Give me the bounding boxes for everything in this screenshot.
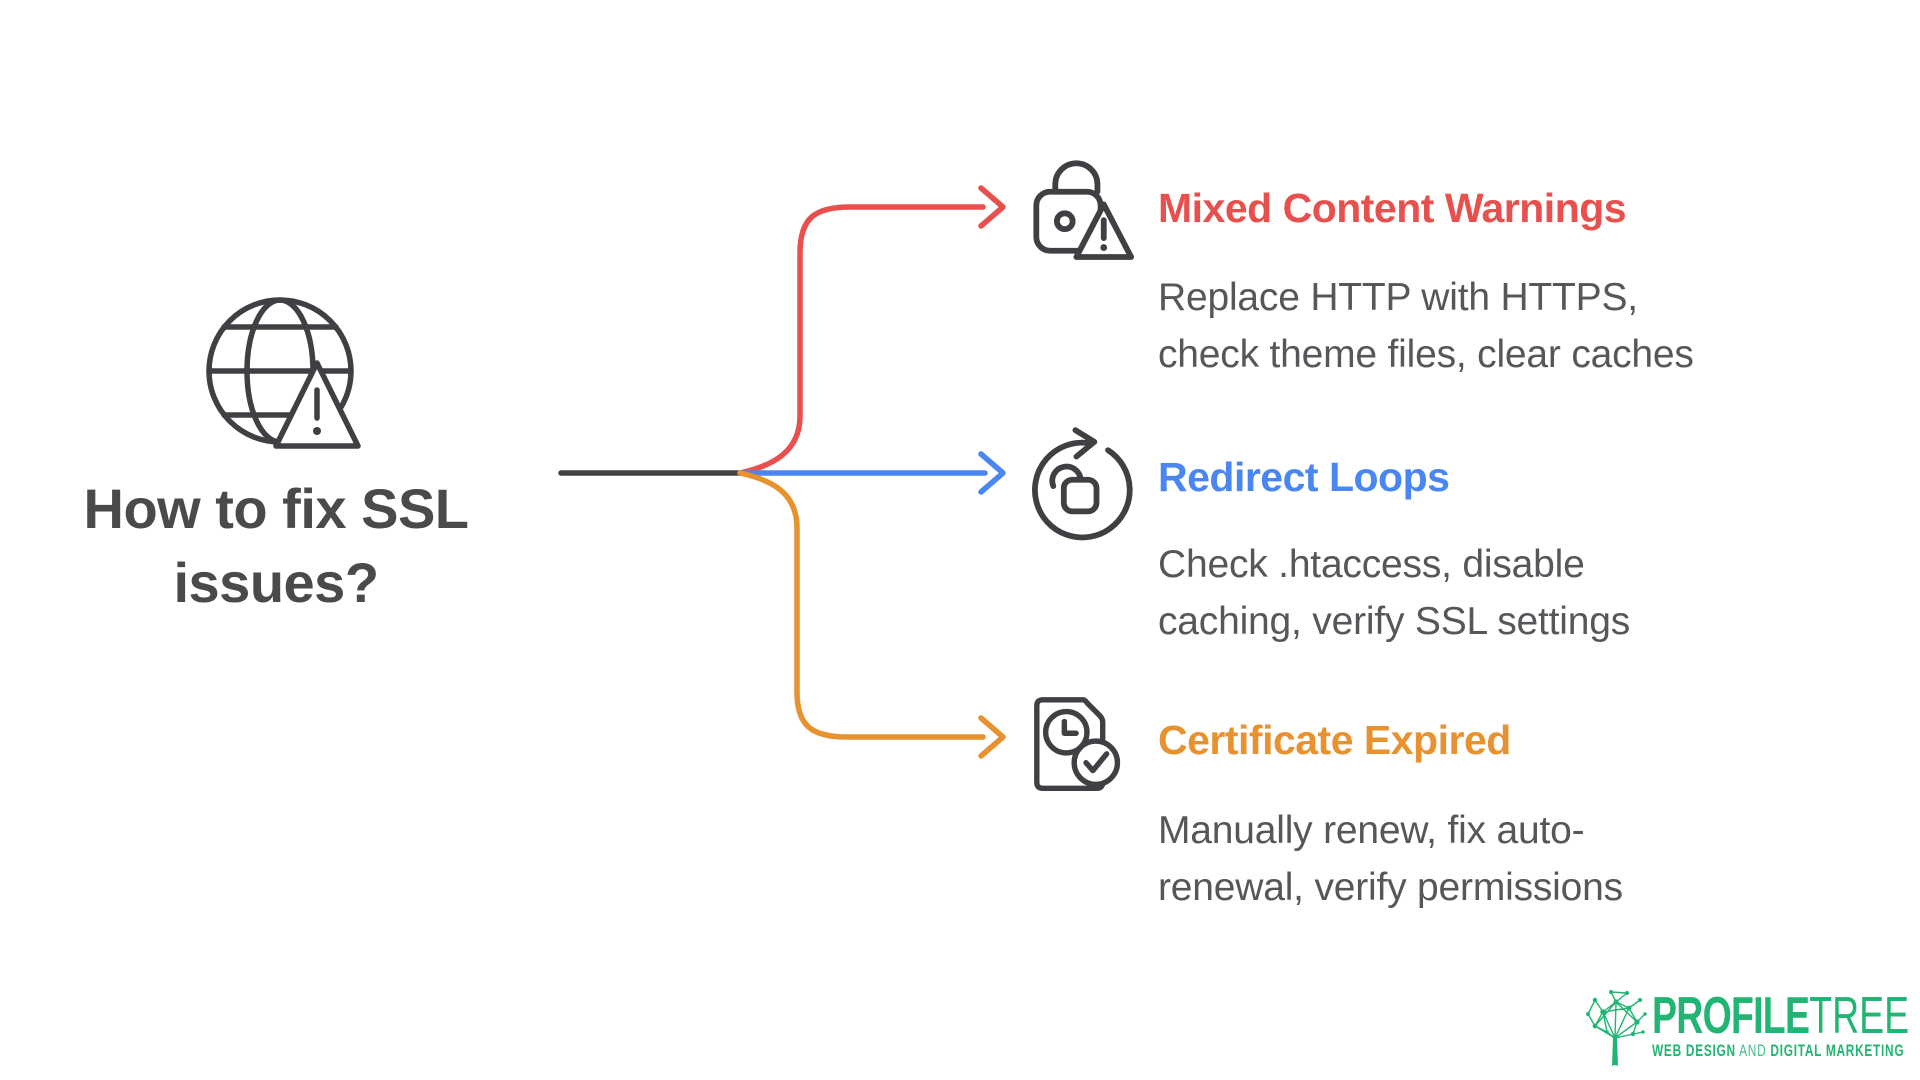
- branch-arrowhead-blue: [978, 451, 1006, 495]
- branch-label-certificate-expired: Certificate Expired: [1158, 717, 1511, 763]
- branch-description-line: Check .htaccess, disable: [1158, 543, 1585, 586]
- brand-tagline: WEB DESIGN AND DIGITAL MARKETING: [1652, 1042, 1909, 1060]
- branch-description-line: renewal, verify permissions: [1158, 866, 1623, 909]
- document-clock-check-icon: [1026, 688, 1144, 806]
- branch-description-line: caching, verify SSL settings: [1158, 600, 1631, 643]
- branch-description-line: Manually renew, fix auto-: [1158, 809, 1585, 852]
- branch-label-redirect-loops: Redirect Loops: [1158, 454, 1450, 500]
- page-title-line2: issues?: [173, 551, 379, 614]
- branch-description-mixed-content: Replace HTTP with HTTPS, check theme fil…: [1158, 269, 1694, 383]
- branch-description-line: check theme files, clear caches: [1158, 333, 1694, 376]
- branch-connector: [558, 185, 1006, 759]
- tagline-digital-marketing: DIGITAL MARKETING: [1770, 1042, 1905, 1060]
- page-title: How to fix SSL issues?: [16, 472, 536, 620]
- profiletree-logo: PROFILETREE WEB DESIGN AND DIGITAL MARKE…: [1583, 988, 1909, 1072]
- lock-warning-icon: [1030, 158, 1148, 276]
- tagline-web-design: WEB DESIGN: [1652, 1042, 1736, 1060]
- tagline-and: AND: [1739, 1042, 1767, 1060]
- branch-arrow-red: [737, 204, 986, 476]
- profiletree-tree-icon: [1586, 990, 1647, 1066]
- branch-arrow-orange: [737, 470, 986, 740]
- page-title-line1: How to fix SSL: [83, 477, 470, 540]
- branch-arrowhead-red: [978, 185, 1006, 229]
- refresh-unlock-icon: [1028, 426, 1146, 544]
- branch-label-mixed-content: Mixed Content Warnings: [1158, 185, 1627, 231]
- brand-name-tree: TREE: [1809, 987, 1910, 1045]
- branch-description-redirect-loops: Check .htaccess, disable caching, verify…: [1158, 536, 1630, 650]
- branch-arrowhead-orange: [978, 715, 1006, 759]
- globe-warning-icon: [200, 288, 370, 458]
- brand-name-profile: PROFILE: [1652, 987, 1810, 1045]
- branch-description-certificate-expired: Manually renew, fix auto- renewal, verif…: [1158, 802, 1623, 916]
- branch-description-line: Replace HTTP with HTTPS,: [1158, 276, 1638, 319]
- profiletree-wordmark: PROFILETREE WEB DESIGN AND DIGITAL MARKE…: [1652, 990, 1909, 1060]
